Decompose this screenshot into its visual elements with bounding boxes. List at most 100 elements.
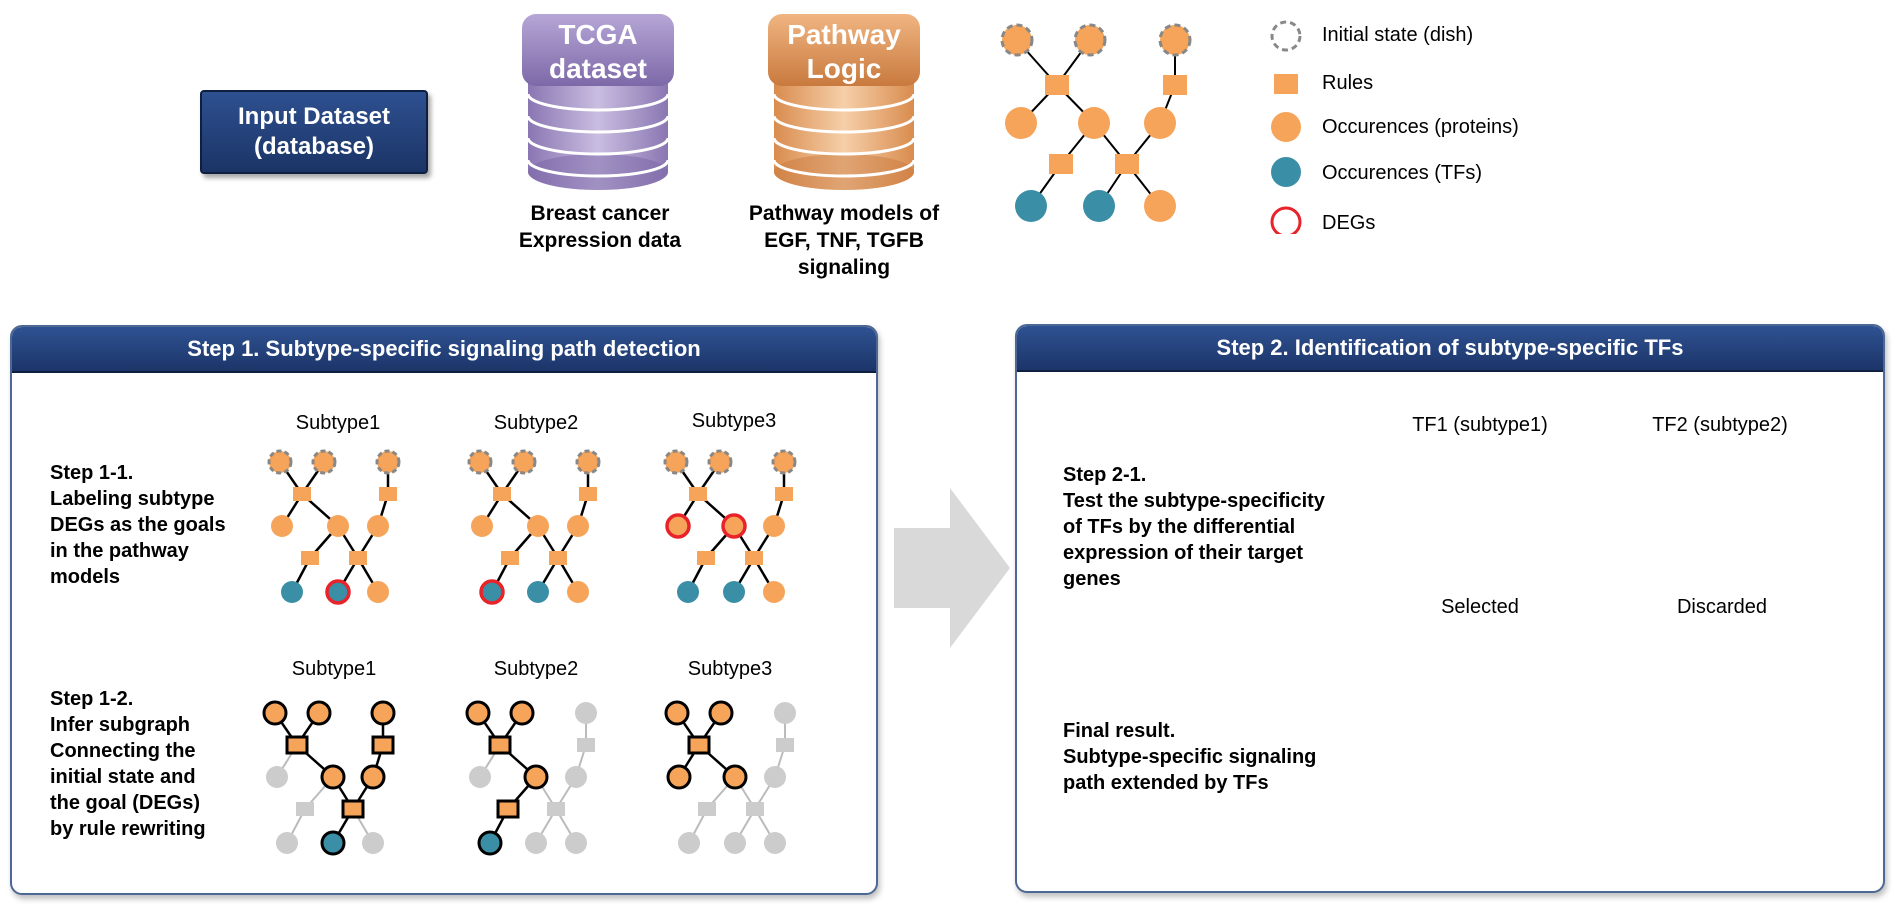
- tf-node: [723, 581, 745, 603]
- step2-1-text: Step 2-1. Test the subtype-specificity o…: [1063, 464, 1325, 590]
- tf-node: [677, 581, 699, 603]
- rule-node: [547, 802, 565, 816]
- protein-node: [763, 581, 785, 603]
- tf-node: [477, 830, 503, 856]
- protein-node: [764, 766, 786, 788]
- tf-node: [724, 832, 746, 854]
- tf-node: [527, 581, 549, 603]
- tf1-verdict: Selected: [1441, 596, 1519, 618]
- protein-node: [665, 513, 691, 539]
- protein-node: [527, 515, 549, 537]
- row2-subtype1-label: Subtype1: [291, 658, 377, 680]
- step2-title: Step 2. Identification of subtype-specif…: [1017, 326, 1883, 372]
- protein-node: [567, 581, 589, 603]
- rule-node: [285, 735, 309, 755]
- legend-occ-proteins: Occurences (proteins): [1322, 116, 1519, 138]
- protein-node: [327, 515, 349, 537]
- initial-state-node: [707, 449, 733, 475]
- rule-node: [293, 487, 311, 501]
- initial-state-node: [663, 449, 689, 475]
- tf2-verdict: Discarded: [1676, 596, 1768, 618]
- step2-panel: Step 2. Identification of subtype-specif…: [1015, 324, 1885, 893]
- protein-node: [565, 766, 587, 788]
- legend-initial-state: Initial state (dish): [1322, 24, 1474, 46]
- legend-symbols: [1270, 20, 1302, 234]
- protein-node: [721, 513, 747, 539]
- row1-subtype2-label: Subtype2: [493, 412, 579, 434]
- initial-state-node: [774, 702, 796, 724]
- rule-node: [579, 487, 597, 501]
- initial-state-node: [509, 700, 535, 726]
- rule-node: [549, 551, 567, 565]
- initial-state-node: [375, 449, 401, 475]
- row1-subtype3-label: Subtype3: [691, 410, 777, 432]
- protein-node: [320, 764, 346, 790]
- row1-subtype1-label: Subtype1: [295, 412, 381, 434]
- row2-subtype2-label: Subtype2: [493, 658, 579, 680]
- pathway-example-graph: [1000, 23, 1192, 222]
- final-result-text: Final result. Subtype-specific signaling…: [1063, 720, 1317, 794]
- rule-node: [371, 735, 395, 755]
- legend-rules: Rules: [1322, 72, 1374, 94]
- tf-node: [320, 830, 346, 856]
- legend-protein-icon: [1271, 112, 1301, 142]
- pathway-title-2: Logic: [807, 53, 882, 84]
- initial-state-node: [664, 700, 690, 726]
- tf2-label: TF2 (subtype2): [1652, 414, 1788, 436]
- input-dataset-title: Input Dataset: [237, 103, 390, 130]
- rule-node: [501, 551, 519, 565]
- tf-node: [525, 832, 547, 854]
- input-dataset-subtitle: (database): [253, 133, 375, 160]
- protein-node: [764, 832, 786, 854]
- protein-node: [469, 766, 491, 788]
- protein-node: [367, 581, 389, 603]
- protein-node: [367, 515, 389, 537]
- rule-node: [746, 802, 764, 816]
- protein-node: [567, 515, 589, 537]
- tf-node: [479, 579, 505, 605]
- protein-node: [565, 832, 587, 854]
- initial-state-node: [306, 700, 332, 726]
- protein-node: [666, 764, 692, 790]
- initial-state-node: [511, 449, 537, 475]
- pathway-logic-database-icon: Pathway Logic: [768, 14, 920, 190]
- rule-node: [745, 551, 763, 565]
- initial-state-node: [465, 700, 491, 726]
- initial-state-node: [771, 449, 797, 475]
- pathway-title-1: Pathway: [787, 19, 901, 50]
- protein-node: [266, 766, 288, 788]
- rule-node: [577, 738, 595, 752]
- protein-node: [471, 515, 493, 537]
- initial-state-node: [575, 702, 597, 724]
- row2-subtype3-label: Subtype3: [687, 658, 773, 680]
- initial-state-node: [708, 700, 734, 726]
- pathway-caption: Pathway models of EGF, TNF, TGFB signali…: [748, 202, 940, 279]
- protein-node: [722, 764, 748, 790]
- rule-node: [776, 738, 794, 752]
- tcga-database-icon: TCGA dataset: [522, 14, 674, 190]
- rule-node: [379, 487, 397, 501]
- protein-node: [763, 515, 785, 537]
- rule-node: [775, 487, 793, 501]
- rule-node: [349, 551, 367, 565]
- step1-2-text: Step 1-2. Infer subgraph Connecting the …: [50, 688, 206, 840]
- rule-node: [296, 802, 314, 816]
- step1-1-text: Step 1-1. Labeling subtype DEGs as the g…: [50, 462, 226, 588]
- protein-node: [271, 515, 293, 537]
- tf-node: [678, 832, 700, 854]
- step1-panel: Step 1. Subtype-specific signaling path …: [10, 325, 878, 895]
- rule-node: [697, 551, 715, 565]
- rule-node: [698, 802, 716, 816]
- protein-node: [523, 764, 549, 790]
- rule-node: [493, 487, 511, 501]
- tcga-title-2: dataset: [549, 53, 647, 84]
- step1-title: Step 1. Subtype-specific signaling path …: [12, 327, 876, 373]
- rule-node: [689, 487, 707, 501]
- initial-state-node: [467, 449, 493, 475]
- rule-node: [496, 799, 520, 819]
- legend-deg-icon: [1270, 206, 1302, 234]
- rule-node: [301, 551, 319, 565]
- rule-node: [341, 799, 365, 819]
- initial-state-node: [575, 449, 601, 475]
- tf-node: [281, 581, 303, 603]
